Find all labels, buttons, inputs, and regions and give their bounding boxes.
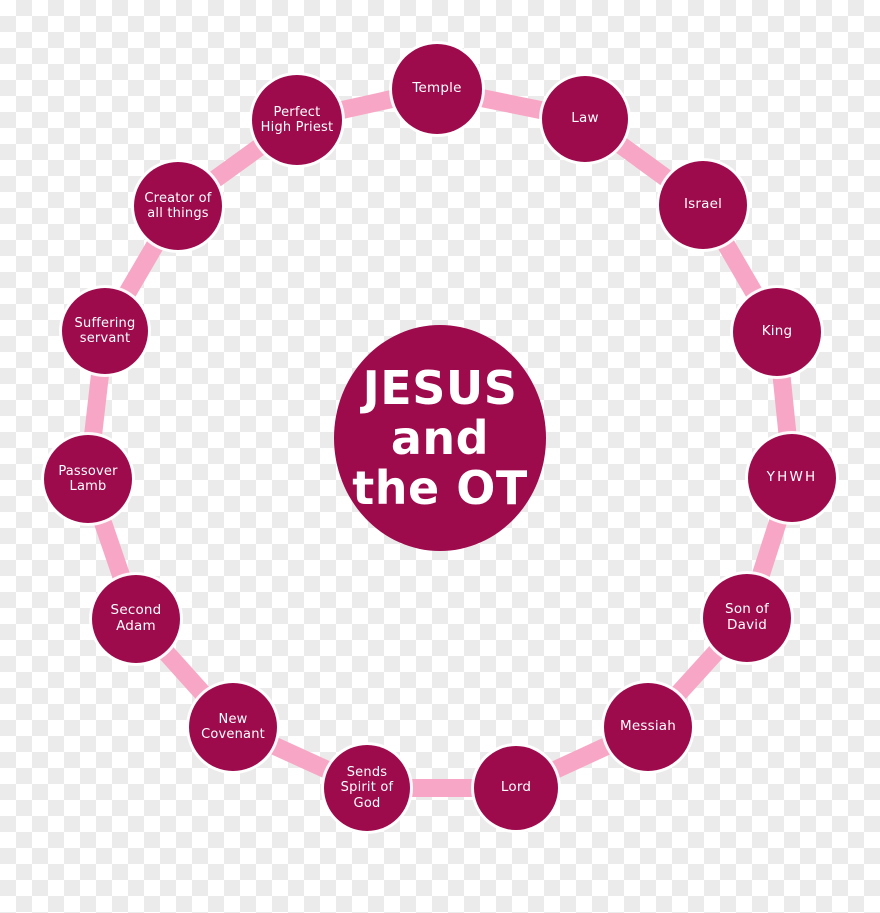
node-yhwh[interactable]: YHWH bbox=[748, 434, 836, 522]
node-label: New Covenant bbox=[201, 711, 265, 742]
node-label: Perfect High Priest bbox=[260, 104, 334, 135]
node-label: YHWH bbox=[766, 469, 818, 486]
node-messiah[interactable]: Messiah bbox=[604, 683, 692, 771]
node-lord[interactable]: Lord bbox=[474, 746, 558, 830]
node-label: Messiah bbox=[620, 718, 676, 735]
node-suffering-servant[interactable]: Suffering servant bbox=[62, 288, 148, 374]
node-creator-of-all-things[interactable]: Creator of all things bbox=[134, 162, 222, 250]
node-king[interactable]: King bbox=[733, 288, 821, 376]
node-temple[interactable]: Temple bbox=[392, 44, 482, 134]
node-label: Law bbox=[571, 110, 599, 127]
node-label: Israel bbox=[683, 196, 723, 213]
node-law[interactable]: Law bbox=[542, 76, 628, 162]
node-new-covenant[interactable]: New Covenant bbox=[189, 683, 277, 771]
node-second-adam[interactable]: Second Adam bbox=[92, 575, 180, 663]
node-label: Creator of all things bbox=[144, 190, 212, 221]
node-label: Son of David bbox=[725, 601, 769, 633]
node-israel[interactable]: Israel bbox=[659, 161, 747, 249]
node-label: Passover Lamb bbox=[58, 463, 118, 494]
node-label: Sends Spirit of God bbox=[340, 765, 394, 811]
node-label: Temple bbox=[412, 80, 462, 97]
center-node-label: JESUS and the OT bbox=[352, 360, 528, 516]
node-passover-lamb[interactable]: Passover Lamb bbox=[44, 435, 132, 523]
node-label: Lord bbox=[500, 779, 532, 796]
node-son-of-david[interactable]: Son of David bbox=[703, 574, 791, 662]
center-node-jesus-and-the-ot[interactable]: JESUS and the OT bbox=[334, 325, 546, 551]
node-label: Second Adam bbox=[110, 602, 162, 634]
node-label: Suffering servant bbox=[74, 315, 136, 346]
node-perfect-high-priest[interactable]: Perfect High Priest bbox=[252, 75, 342, 165]
node-label: King bbox=[761, 323, 793, 340]
node-sends-spirit-of-god[interactable]: Sends Spirit of God bbox=[324, 745, 410, 831]
